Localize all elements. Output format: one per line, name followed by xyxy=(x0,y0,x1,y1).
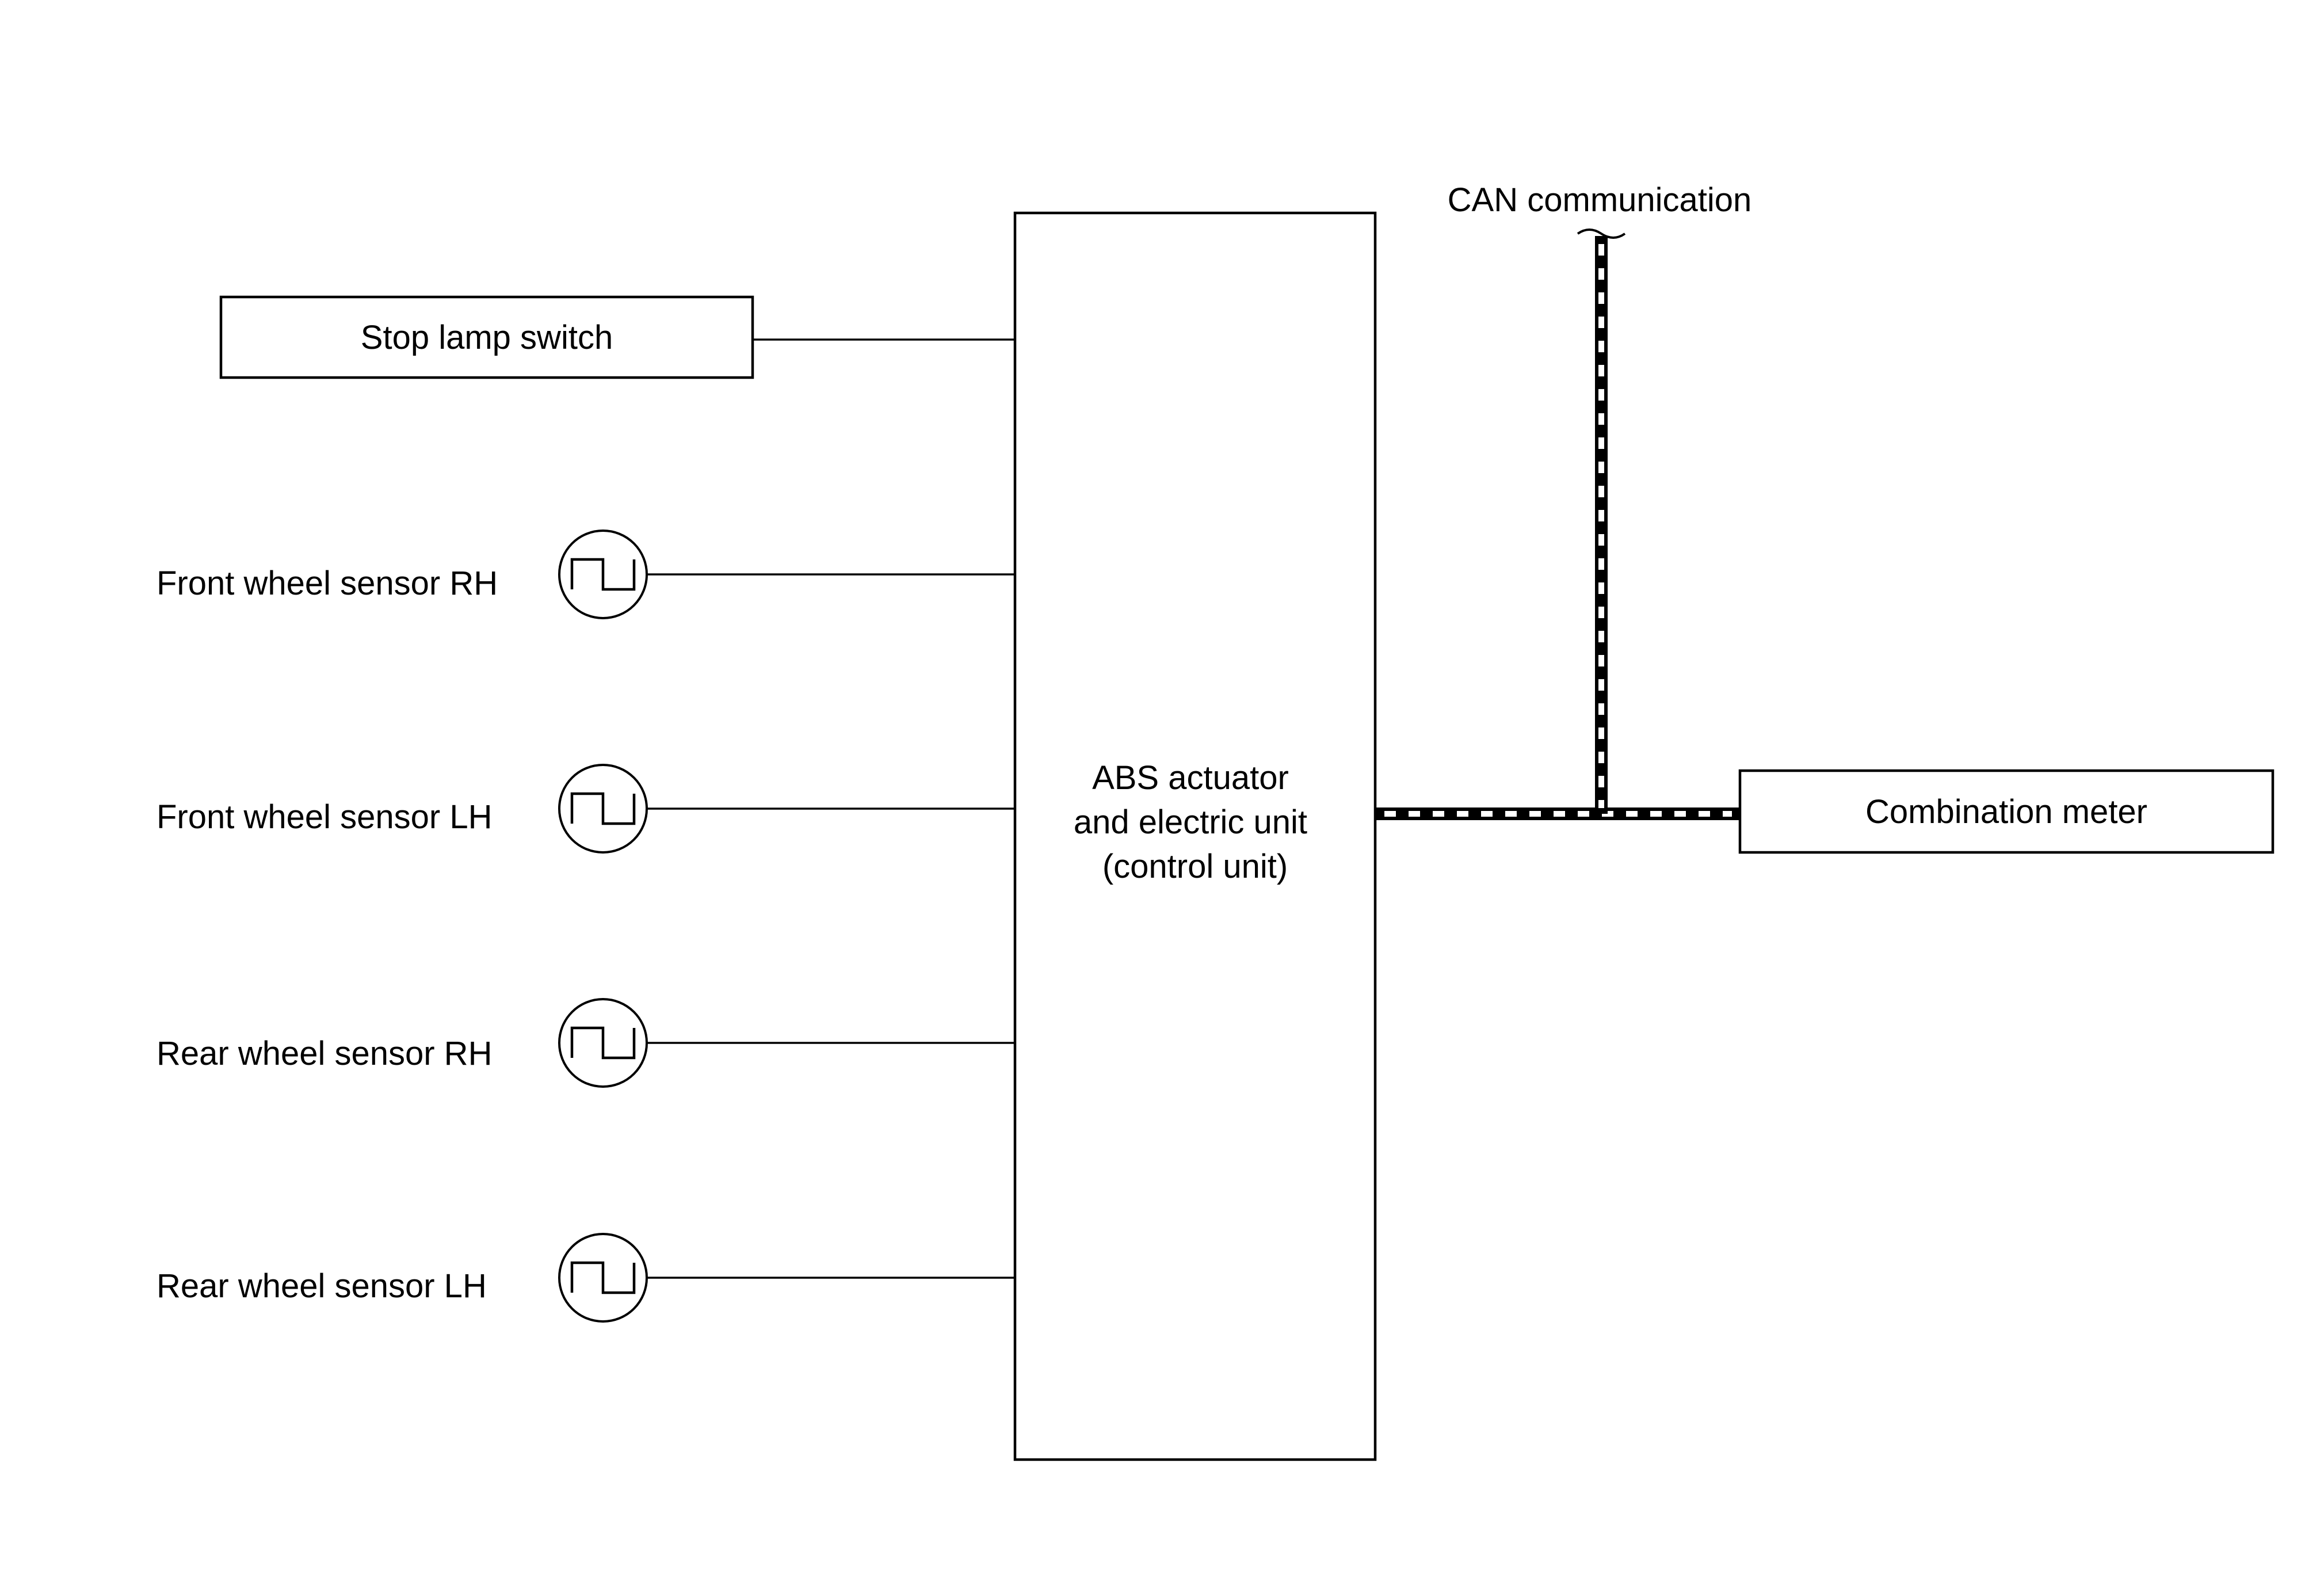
combination-meter: Combination meter xyxy=(1738,769,2275,854)
combination-meter-label: Combination meter xyxy=(1865,793,2147,831)
square-wave-pulse-icon xyxy=(558,1233,648,1323)
control-unit-label-line3: (control unit) xyxy=(1102,848,1288,885)
control-unit-label: ABS actuator and electric unit (control … xyxy=(1074,759,1316,885)
stop-lamp-switch: Stop lamp switch xyxy=(219,295,754,379)
sensor-label: Rear wheel sensor RH xyxy=(157,1035,492,1072)
stop-lamp-switch-label: Stop lamp switch xyxy=(361,319,613,356)
control-unit-label-line2: and electric unit xyxy=(1074,803,1307,841)
square-wave-pulse-icon xyxy=(558,530,648,619)
sensor-rear-wheel-lh: Rear wheel sensor LH xyxy=(157,1233,1015,1323)
control-unit-box xyxy=(1013,211,1377,1461)
sensor-label: Front wheel sensor RH xyxy=(157,565,498,602)
can-bus: CAN communication xyxy=(1375,181,1752,820)
can-bus-break-mark xyxy=(1577,228,1626,239)
control-unit-label-line1: ABS actuator xyxy=(1092,759,1289,797)
sensor-label: Rear wheel sensor LH xyxy=(157,1267,487,1305)
stop-lamp-switch-box xyxy=(219,295,754,379)
sensor-front-wheel-lh: Front wheel sensor LH xyxy=(157,764,1015,854)
control-unit: ABS actuator and electric unit (control … xyxy=(1013,211,1377,1461)
sensor-label: Front wheel sensor LH xyxy=(157,798,492,836)
sensor-front-wheel-rh: Front wheel sensor RH xyxy=(157,530,1015,619)
sensor-rear-wheel-rh: Rear wheel sensor RH xyxy=(157,998,1015,1088)
square-wave-pulse-icon xyxy=(558,764,648,854)
can-communication-label: CAN communication xyxy=(1448,181,1752,219)
square-wave-pulse-icon xyxy=(558,998,648,1088)
combination-meter-box xyxy=(1738,769,2275,854)
